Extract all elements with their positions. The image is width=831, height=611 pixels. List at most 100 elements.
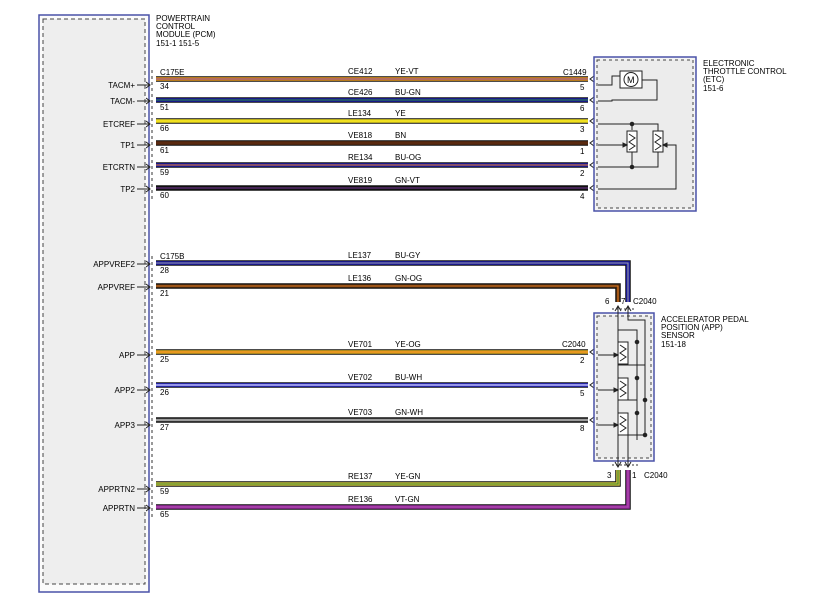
wire-stripe bbox=[156, 285, 619, 302]
wire-circuit-label: VE703 bbox=[348, 408, 373, 417]
pcm-pin-arrow bbox=[145, 120, 151, 128]
wire-pcm-pin-number: 60 bbox=[160, 191, 169, 200]
etc-title-line: 151-6 bbox=[703, 84, 724, 93]
app-sensor-resistor-icon bbox=[613, 375, 648, 403]
pcm-connector-label: C175E bbox=[160, 68, 184, 77]
pcm-pin-label: APPVREF2 bbox=[93, 260, 135, 269]
pcm-pin-label: APP2 bbox=[115, 386, 136, 395]
wire-circuit-label: RE136 bbox=[348, 495, 373, 504]
app-sensor-resistor-icon bbox=[613, 339, 640, 365]
motor-icon: M bbox=[619, 70, 643, 89]
wire-far-pin-number: 2 bbox=[580, 169, 585, 178]
app-title-line: 151-18 bbox=[661, 340, 686, 349]
wire-outline bbox=[156, 260, 631, 302]
pcm-pin-label: TP1 bbox=[120, 141, 135, 150]
wire-color-code: GN-WH bbox=[395, 408, 423, 417]
wire-far-arrow bbox=[589, 96, 595, 104]
wire-pcm-pin-number: 61 bbox=[160, 146, 169, 155]
pcm-pin-label: ETCREF bbox=[103, 120, 135, 129]
wire-circuit-label: CE412 bbox=[348, 67, 373, 76]
pcm-connector-label: C175B bbox=[160, 252, 184, 261]
wire-pcm-pin-number: 34 bbox=[160, 82, 169, 91]
pcm-pin-label: TACM- bbox=[110, 97, 135, 106]
wire-color-code: BU-WH bbox=[395, 373, 422, 382]
wire-circuit-label: VE702 bbox=[348, 373, 373, 382]
app-title-line: SENSOR bbox=[661, 331, 695, 340]
wire-color-code: BU-GN bbox=[395, 88, 421, 97]
pcm-pin-label: TACM+ bbox=[108, 81, 135, 90]
wire-pcm-pin-number: 27 bbox=[160, 423, 169, 432]
throttle-sensor-potentiometer-icon bbox=[652, 130, 668, 153]
wire-far-arrow bbox=[589, 117, 595, 125]
wire-far-arrow bbox=[589, 139, 595, 147]
app-connector-label-bottom: C2040 bbox=[644, 471, 668, 480]
wire-pcm-pin-number: 26 bbox=[160, 388, 169, 397]
etc-component-inner bbox=[596, 59, 694, 209]
wire-far-pin-number: 1 bbox=[580, 147, 585, 156]
app-pin-number: 6 bbox=[605, 297, 610, 306]
wire-outline bbox=[156, 470, 621, 487]
pcm-title-line: 151-1 151-5 bbox=[156, 39, 200, 48]
pcm-pin-arrow bbox=[145, 260, 151, 268]
wire-far-pin-number: 2 bbox=[580, 356, 585, 365]
wire-color-code: YE-VT bbox=[395, 67, 419, 76]
pcm-pins-layer: TACM+TACM-ETCREFTP1ETCRTNTP2APPVREF2APPV… bbox=[93, 81, 151, 513]
app-title-line: POSITION (APP) bbox=[661, 323, 723, 332]
wire-far-arrow bbox=[589, 381, 595, 389]
wire-color-code: GN-VT bbox=[395, 176, 420, 185]
pcm-pin-arrow bbox=[145, 141, 151, 149]
wire-stripe bbox=[156, 470, 629, 508]
throttle-sensor-potentiometer-icon bbox=[621, 121, 638, 170]
wire-color-code: YE-OG bbox=[395, 340, 421, 349]
app-connector-label-top: C2040 bbox=[633, 297, 657, 306]
app-title-line: ACCELERATOR PEDAL bbox=[661, 315, 749, 324]
wire-color-code: VT-GN bbox=[395, 495, 420, 504]
wire-far-arrow bbox=[589, 184, 595, 192]
app-pin-number: 3 bbox=[607, 471, 612, 480]
pcm-pin-label: TP2 bbox=[120, 185, 135, 194]
pcm-title-line: CONTROL bbox=[156, 22, 196, 31]
wire-far-arrow bbox=[589, 416, 595, 424]
pcm-title-line: MODULE (PCM) bbox=[156, 30, 216, 39]
wire-far-pin-number: 5 bbox=[580, 389, 585, 398]
pcm-pin-arrow bbox=[145, 283, 151, 291]
wire-stripe bbox=[156, 470, 619, 485]
wire-pcm-pin-number: 65 bbox=[160, 510, 169, 519]
app-pin-number: 7 bbox=[621, 297, 626, 306]
wire-far-pin-number: 5 bbox=[580, 83, 585, 92]
wire-circuit-label: VE818 bbox=[348, 131, 373, 140]
etc-title-line: ELECTRONIC bbox=[703, 59, 755, 68]
wire-pcm-pin-number: 25 bbox=[160, 355, 169, 364]
wire-far-pin-number: 4 bbox=[580, 192, 585, 201]
pcm-pin-label: ETCRTN bbox=[103, 163, 136, 172]
wire-color-code: BU-GY bbox=[395, 251, 421, 260]
wire-outline bbox=[156, 470, 631, 510]
wire-far-pin-number: 3 bbox=[580, 125, 585, 134]
wire-circuit-label: VE701 bbox=[348, 340, 373, 349]
pcm-pin-arrow bbox=[145, 97, 151, 105]
wire-far-pin-number: 8 bbox=[580, 424, 585, 433]
etc-connector-label: C1449 bbox=[563, 68, 587, 77]
pcm-pin-label: APP3 bbox=[115, 421, 136, 430]
app-connector-label-mid: C2040 bbox=[562, 340, 586, 349]
pcm-pin-arrow bbox=[145, 504, 151, 512]
wire-circuit-label: LE136 bbox=[348, 274, 372, 283]
wire-pcm-pin-number: 28 bbox=[160, 266, 169, 275]
wire-pcm-pin-number: 59 bbox=[160, 487, 169, 496]
pcm-title-line: POWERTRAIN bbox=[156, 14, 210, 23]
pcm-module-inner bbox=[42, 18, 146, 585]
app-sensor-resistor-icon bbox=[613, 410, 648, 438]
pcm-pin-label: APPRTN bbox=[103, 504, 136, 513]
pcm-pin-arrow bbox=[145, 421, 151, 429]
wire-pcm-pin-number: 59 bbox=[160, 168, 169, 177]
wire-far-arrow bbox=[589, 348, 595, 356]
wire-color-code: YE-GN bbox=[395, 472, 421, 481]
pcm-pin-arrow bbox=[145, 485, 151, 493]
wire-far-arrow bbox=[589, 75, 595, 83]
pcm-pin-label: APPRTN2 bbox=[98, 485, 135, 494]
wire-color-code: GN-OG bbox=[395, 274, 422, 283]
wire-pcm-pin-number: 66 bbox=[160, 124, 169, 133]
wire-circuit-label: LE137 bbox=[348, 251, 372, 260]
pcm-pin-arrow bbox=[145, 185, 151, 193]
wire-pcm-pin-number: 51 bbox=[160, 103, 169, 112]
